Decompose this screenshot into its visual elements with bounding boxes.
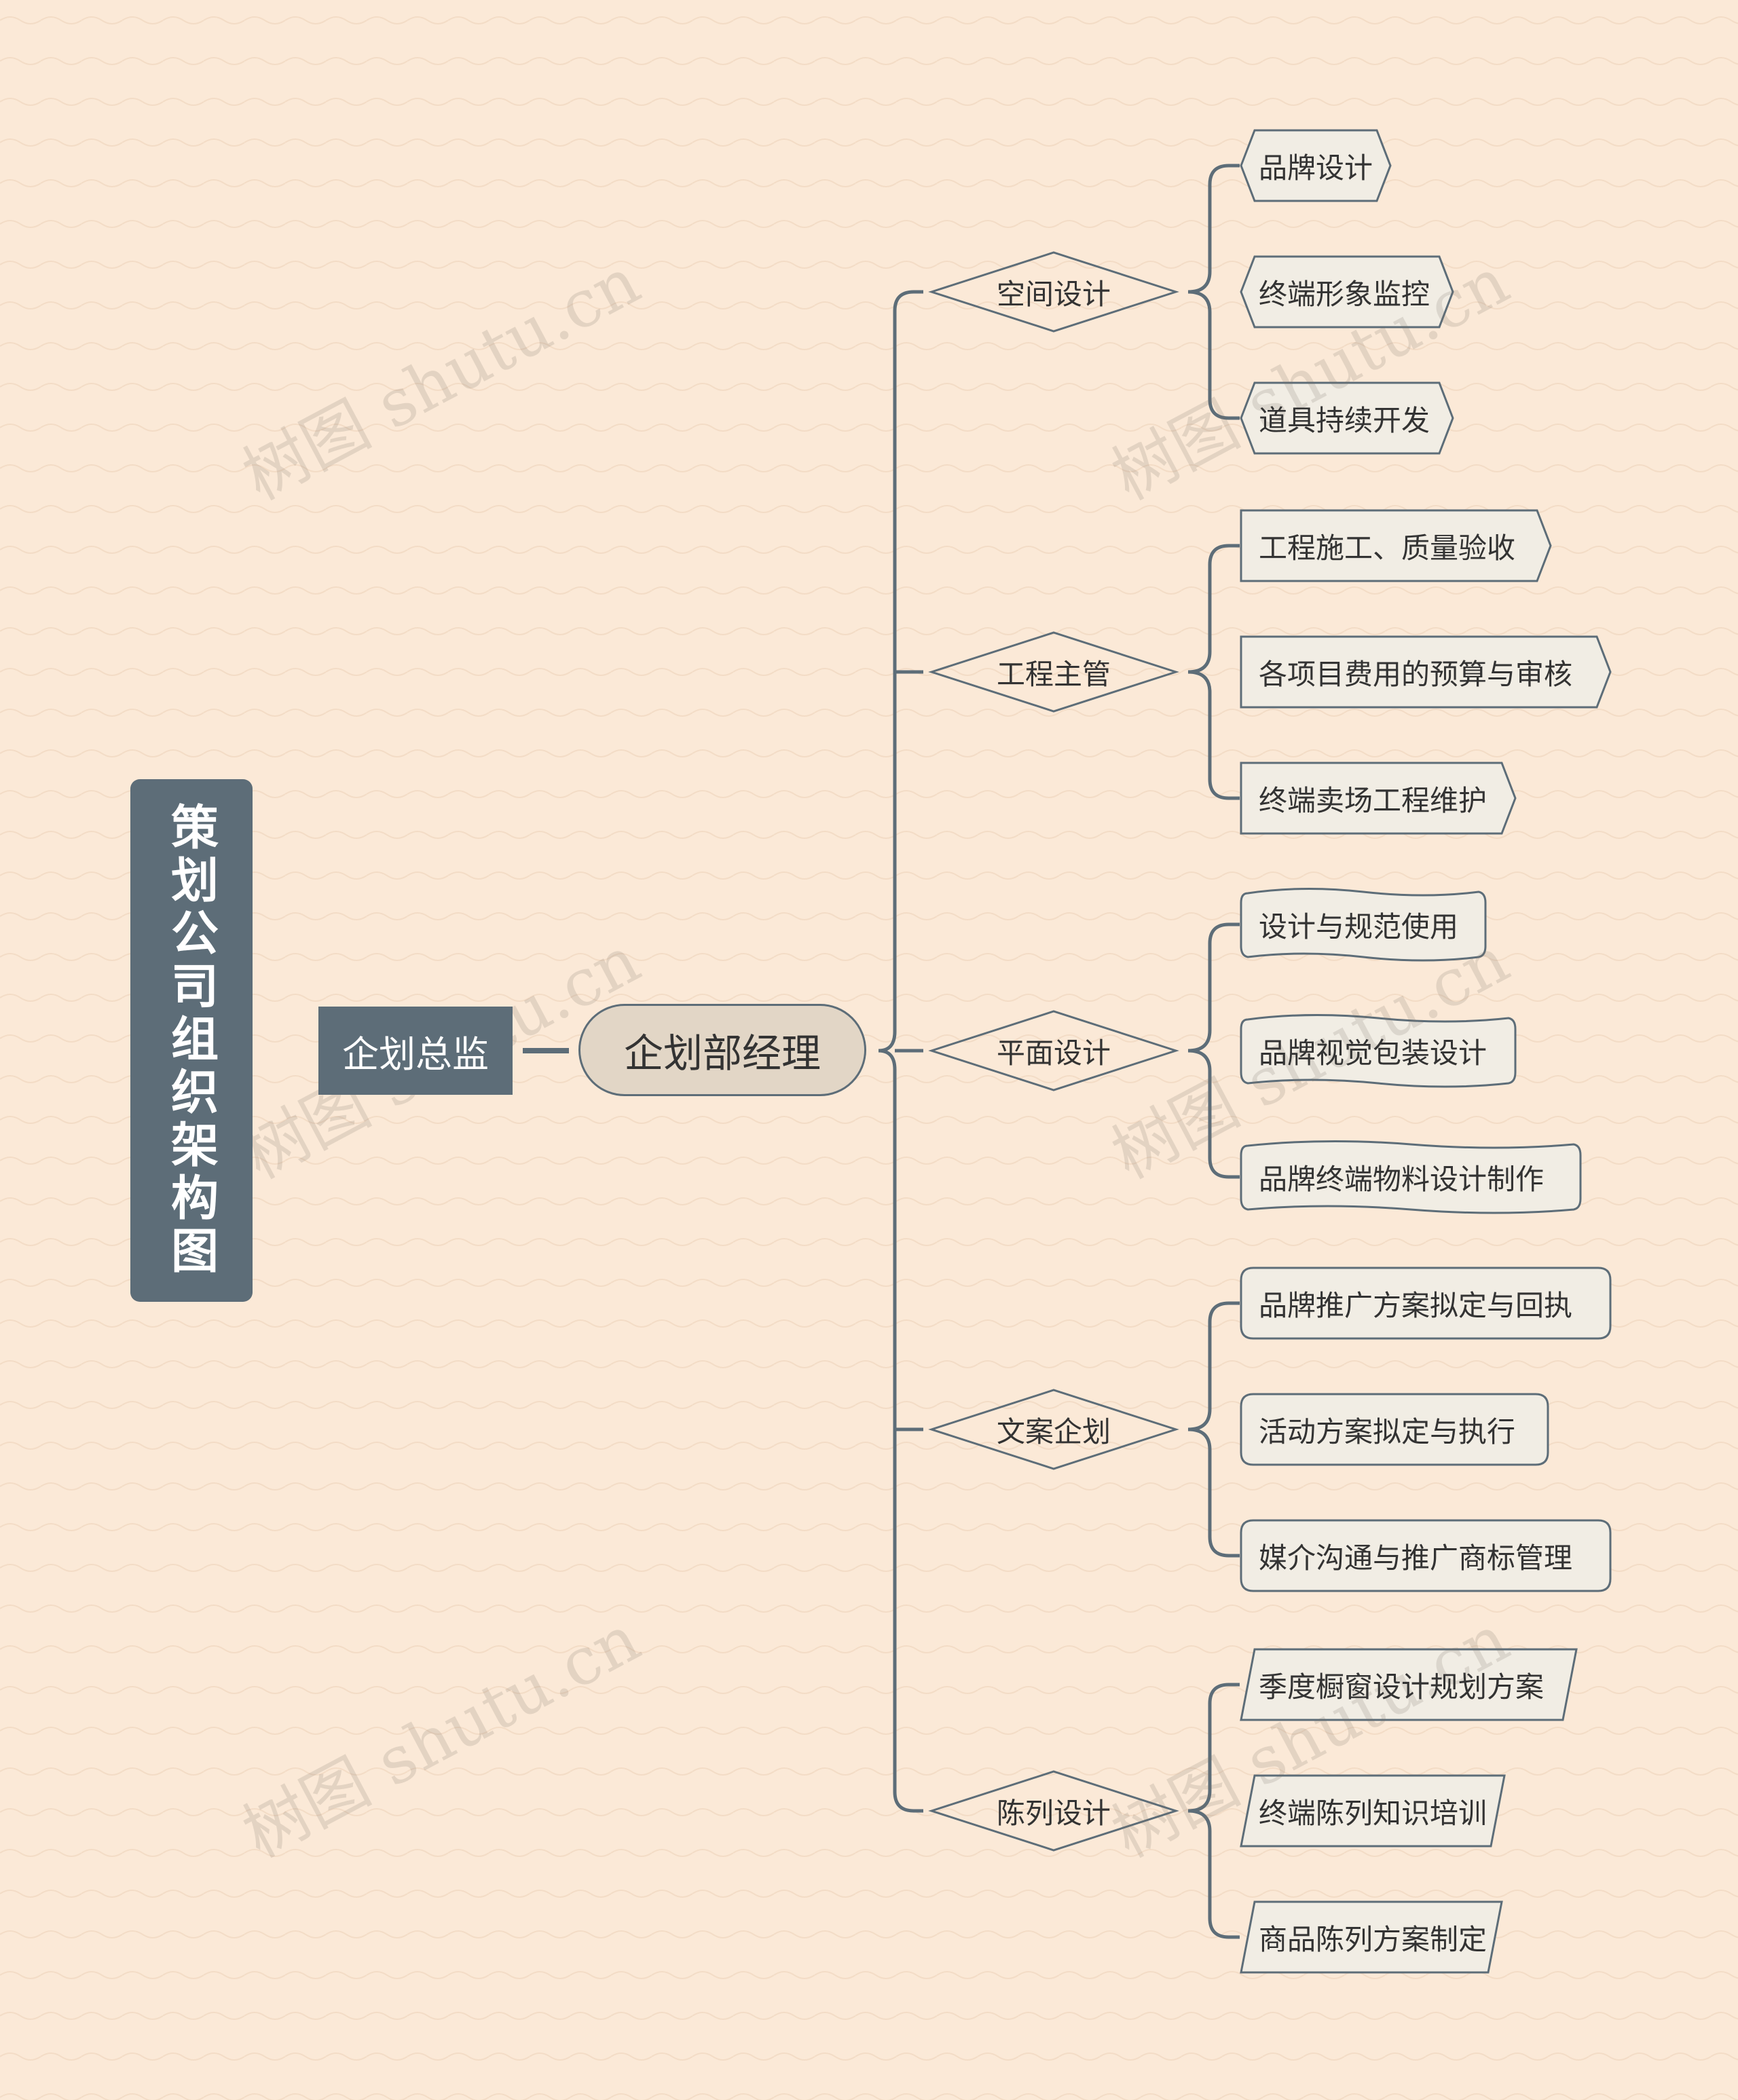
leaf-node-5-3 bbox=[1240, 1900, 1503, 1974]
bracket-sub-3-top bbox=[1187, 922, 1240, 1053]
branch-label-3: 平面设计 bbox=[996, 1036, 1111, 1070]
bracket-sub-4-bottom bbox=[1187, 1427, 1240, 1558]
leaf-label-2-2: 各项目费用的预算与审核 bbox=[1259, 657, 1573, 691]
leaf-node-2-1 bbox=[1240, 509, 1552, 582]
leaf-label-5-1: 季度橱窗设计规划方案 bbox=[1259, 1670, 1545, 1704]
leaf-label-3-2: 品牌视觉包装设计 bbox=[1259, 1036, 1487, 1070]
branch-label-5: 陈列设计 bbox=[996, 1796, 1111, 1830]
bracket-sub-4-top bbox=[1187, 1301, 1240, 1431]
leaf-label-5-3: 商品陈列方案制定 bbox=[1259, 1922, 1487, 1956]
branch-label-1: 空间设计 bbox=[996, 277, 1111, 311]
bracket-sub-5-bottom bbox=[1187, 1809, 1240, 1939]
branch-node-2 bbox=[928, 631, 1179, 713]
bracket-main-bottom bbox=[878, 1049, 923, 1813]
bracket-sub-1-bottom bbox=[1187, 290, 1240, 420]
leaf-node-3-1 bbox=[1240, 887, 1487, 962]
director-node[interactable]: 企划总监 bbox=[318, 1007, 513, 1095]
leaf-label-2-3: 终端卖场工程维护 bbox=[1259, 783, 1487, 817]
leaf-node-1-1 bbox=[1240, 129, 1392, 202]
bracket-sub-1-top bbox=[1187, 164, 1240, 294]
manager-node[interactable]: 企划部经理 bbox=[578, 1004, 866, 1096]
leaf-node-5-2 bbox=[1240, 1774, 1506, 1848]
leaf-label-4-1: 品牌推广方案拟定与回执 bbox=[1259, 1288, 1573, 1322]
leaf-node-1-2 bbox=[1240, 255, 1454, 329]
title-text: 策划公司组织架构图 bbox=[163, 802, 220, 1279]
branch-node-4 bbox=[928, 1389, 1179, 1470]
branch-node-1 bbox=[928, 251, 1179, 333]
bracket-sub-3-bottom bbox=[1187, 1049, 1240, 1179]
leaf-node-2-2 bbox=[1240, 635, 1612, 709]
branch-node-5 bbox=[928, 1770, 1179, 1852]
branch-label-4: 文案企划 bbox=[996, 1414, 1111, 1448]
bracket-main-top bbox=[878, 290, 923, 1053]
leaf-node-1-3 bbox=[1240, 381, 1454, 455]
branch-label-2: 工程主管 bbox=[996, 657, 1111, 691]
leaf-node-3-2 bbox=[1240, 1013, 1517, 1088]
leaf-node-3-3 bbox=[1240, 1140, 1582, 1214]
leaf-node-5-1 bbox=[1240, 1648, 1578, 1721]
leaf-label-3-3: 品牌终端物料设计制作 bbox=[1259, 1162, 1545, 1196]
leaf-label-5-2: 终端陈列知识培训 bbox=[1259, 1796, 1487, 1830]
leaf-label-2-1: 工程施工、质量验收 bbox=[1259, 531, 1516, 565]
bracket-sub-2-bottom bbox=[1187, 670, 1240, 800]
leaf-label-3-1: 设计与规范使用 bbox=[1259, 910, 1459, 943]
branch-layer bbox=[928, 129, 1612, 1974]
leaf-label-1-3: 道具持续开发 bbox=[1259, 403, 1430, 437]
bracket-sub-5-top bbox=[1187, 1683, 1240, 1813]
leaf-label-4-2: 活动方案拟定与执行 bbox=[1259, 1414, 1516, 1448]
branch-node-3 bbox=[928, 1010, 1179, 1091]
leaf-node-4-1 bbox=[1240, 1267, 1612, 1340]
leaf-label-1-1: 品牌设计 bbox=[1259, 151, 1373, 185]
leaf-node-2-3 bbox=[1240, 762, 1517, 835]
bracket-sub-2-top bbox=[1187, 544, 1240, 674]
title-node[interactable]: 策划公司组织架构图 bbox=[130, 779, 253, 1302]
leaf-node-4-3 bbox=[1240, 1519, 1612, 1592]
leaf-node-4-2 bbox=[1240, 1393, 1549, 1466]
leaf-label-4-3: 媒介沟通与推广商标管理 bbox=[1259, 1541, 1573, 1575]
leaf-label-1-2: 终端形象监控 bbox=[1259, 277, 1430, 311]
